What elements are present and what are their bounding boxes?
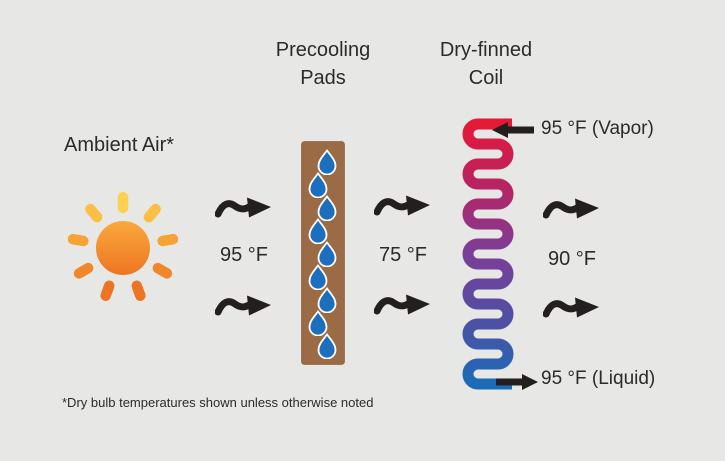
after-coil-temp-label: 90 °F xyxy=(547,248,597,270)
footnote: *Dry bulb temperatures shown unless othe… xyxy=(62,395,374,410)
sun-rays xyxy=(67,192,179,301)
arrow-right-icon xyxy=(496,374,538,390)
wavy-arrow-icon xyxy=(374,193,432,217)
precooling-pads-heading: Precooling Pads xyxy=(275,39,371,89)
ambient-air-label: Ambient Air* xyxy=(64,134,175,156)
coil-inlet-temp-label: 95 °F (Vapor) xyxy=(541,118,654,139)
ambient-temp-label: 95 °F xyxy=(219,244,269,266)
coil-outlet-temp-label: 95 °F (Liquid) xyxy=(541,368,656,389)
after-pads-temp-label: 75 °F xyxy=(378,244,428,266)
wavy-arrow-icon xyxy=(215,195,273,219)
dry-finned-coil-graphic xyxy=(462,118,514,390)
dry-finned-coil-heading: Dry-finned Coil xyxy=(439,39,533,89)
arrow-left-icon xyxy=(492,122,534,138)
precooling-pad-graphic xyxy=(301,141,345,365)
wavy-arrow-icon xyxy=(543,295,601,319)
wavy-arrow-icon xyxy=(374,292,432,316)
sun-disc xyxy=(96,221,150,275)
wavy-arrow-icon xyxy=(215,293,273,317)
wavy-arrow-icon xyxy=(543,196,601,220)
sun-icon xyxy=(67,192,179,301)
